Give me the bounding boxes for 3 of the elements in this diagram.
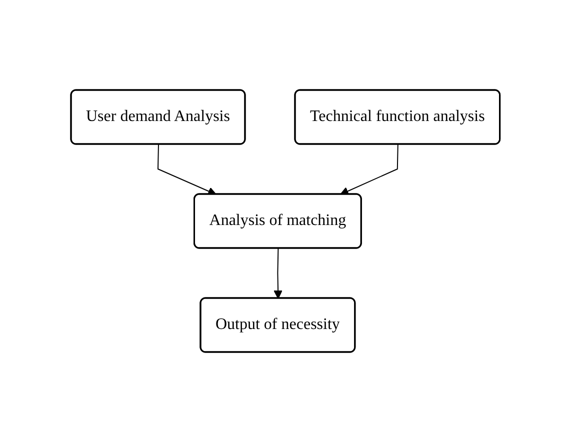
arrow — [274, 248, 283, 298]
arrow — [340, 144, 398, 195]
arrow — [158, 144, 217, 195]
